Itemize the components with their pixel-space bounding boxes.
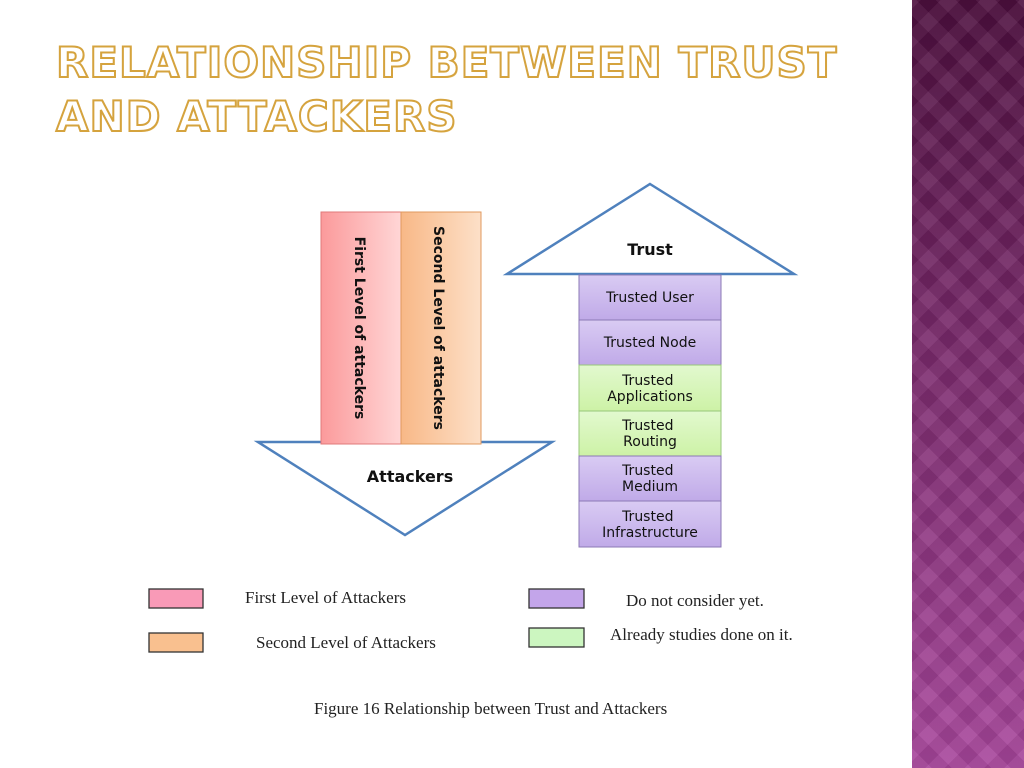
trust-layer-line: Routing	[623, 434, 677, 450]
second-level-attackers-bar	[400, 211, 482, 445]
trust-layer-line: Trusted	[621, 418, 673, 434]
legend-swatch-second-level	[148, 632, 204, 653]
trust-layer-trusted-user: Trusted User	[605, 290, 694, 306]
first-level-attackers-label: First Level of attackers	[351, 237, 367, 420]
trust-layer-line: Infrastructure	[602, 525, 698, 541]
legend-label-second-level: Second Level of Attackers	[256, 633, 436, 652]
trust-layer-line: Trusted	[621, 509, 673, 525]
trust-layer-trusted-node: Trusted Node	[603, 335, 696, 351]
slide-title: RELATIONSHIP BETWEEN TRUST AND ATTACKERS	[55, 37, 838, 142]
trust-layer-trusted-applications: Trusted Applications	[607, 373, 693, 405]
legend-label-already-studied: Already studies done on it.	[610, 625, 793, 644]
legend-swatch-already-studied	[528, 627, 585, 648]
trust-layer-box	[578, 500, 722, 548]
attackers-arrow: First Level of attackers Second Level of…	[253, 211, 557, 537]
trust-layer-trusted-medium: Trusted Medium	[621, 463, 678, 495]
legend-swatch-not-considered	[528, 588, 585, 609]
legend-swatch-first-level	[148, 588, 204, 609]
second-level-attackers-label: Second Level of attackers	[430, 226, 446, 430]
trust-layer-line: Trusted	[621, 463, 673, 479]
decorative-side-band	[912, 0, 1024, 768]
trust-layer-line: Trusted User	[605, 290, 694, 306]
attackers-arrow-label: Attackers	[367, 467, 453, 486]
trust-layer-trusted-infrastructure: Trusted Infrastructure	[602, 509, 698, 541]
trust-layer-line: Medium	[622, 479, 678, 495]
legend-label-not-considered: Do not consider yet.	[626, 591, 764, 610]
trust-arrow: Trust Trusted User Trusted Node Trusted …	[502, 182, 799, 548]
trust-arrow-label: Trust	[627, 240, 673, 259]
trust-arrowhead	[502, 182, 799, 276]
trust-layer-box	[578, 455, 722, 502]
figure-caption: Figure 16 Relationship between Trust and…	[314, 699, 667, 718]
legend-label-first-level: First Level of Attackers	[245, 588, 406, 607]
attackers-arrowhead	[253, 440, 557, 537]
trust-layers-stack: Trusted User Trusted Node Trusted Applic…	[578, 274, 722, 548]
legend: First Level of Attackers Second Level of…	[148, 588, 793, 653]
trust-layer-line: Trusted	[621, 373, 673, 389]
trust-layer-line: Applications	[607, 389, 693, 405]
trust-layer-line: Trusted Node	[603, 335, 696, 351]
trust-layer-trusted-routing: Trusted Routing	[621, 418, 678, 450]
trust-layer-box	[578, 410, 722, 457]
